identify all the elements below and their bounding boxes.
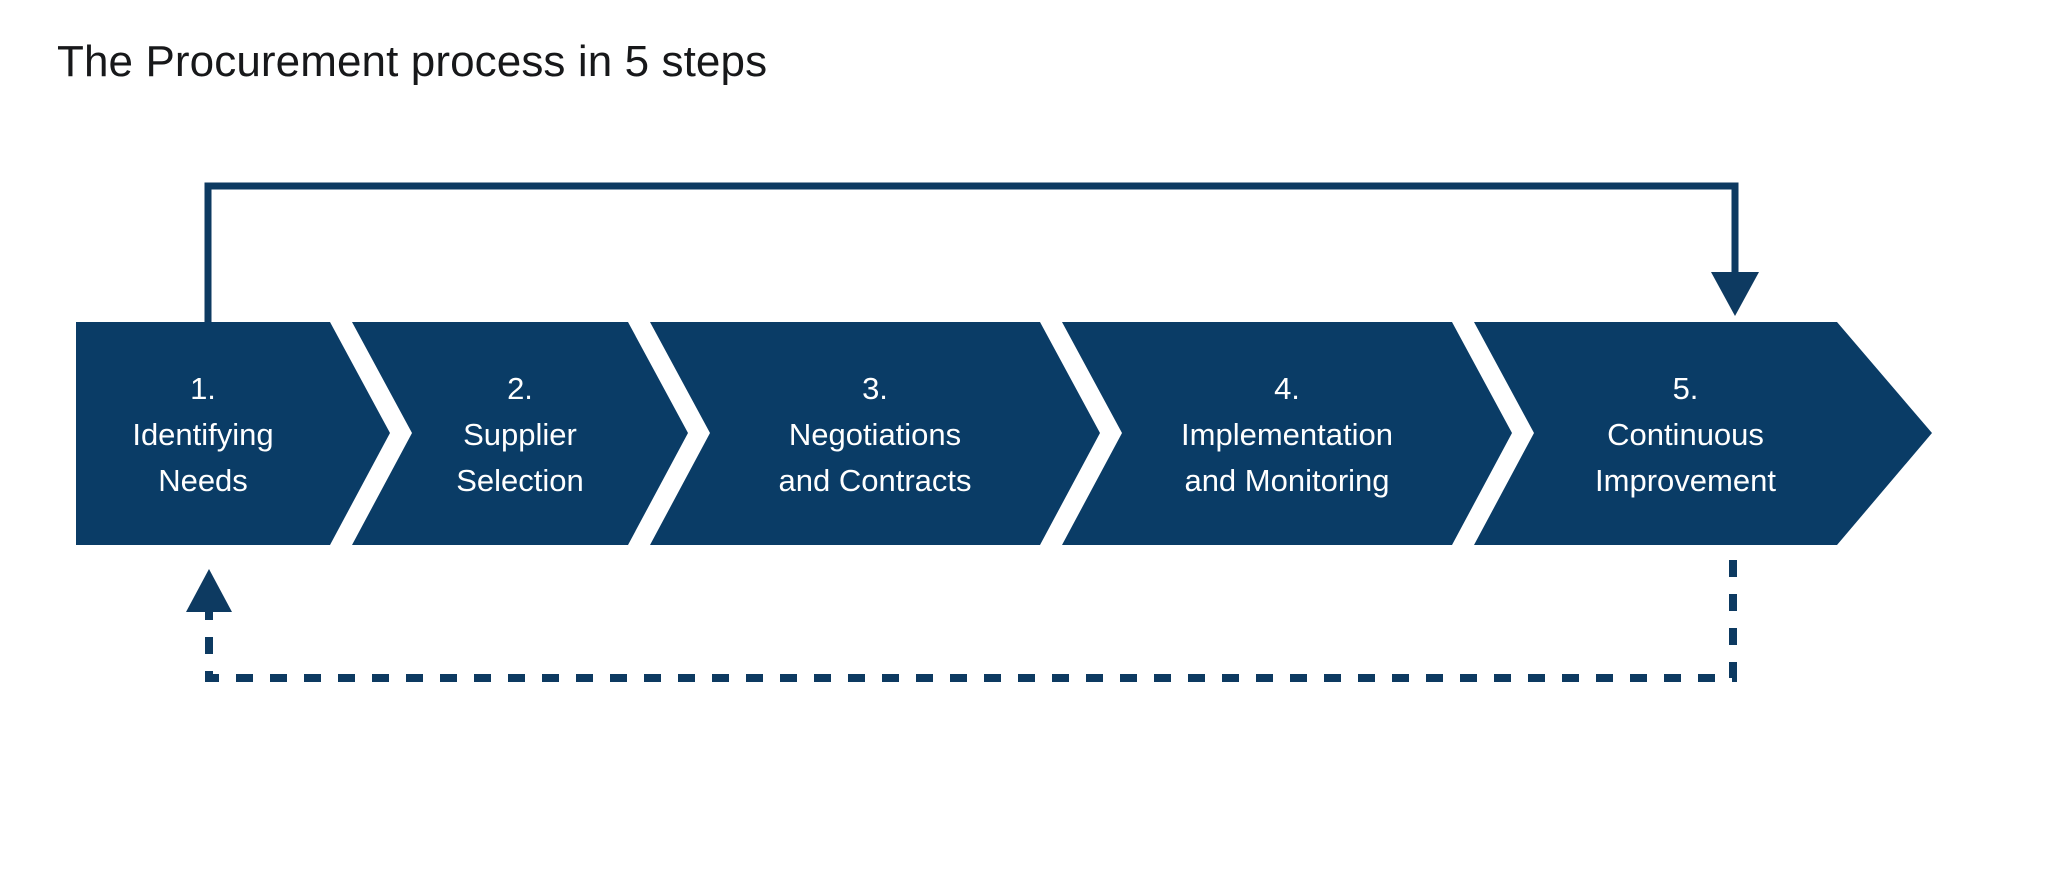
page-title: The Procurement process in 5 steps [57, 37, 768, 86]
chevron-step-2[interactable] [352, 322, 688, 545]
top-feedback-arrow-line [204, 182, 1739, 322]
bottom-feedback-arrow-line [205, 560, 1737, 682]
chevron-step-1[interactable] [76, 322, 390, 545]
chevron-step-4[interactable] [1062, 322, 1512, 545]
chevron-step-5[interactable] [1474, 322, 1932, 545]
bottom-feedback-arrowhead-icon [186, 569, 232, 612]
top-feedback-arrowhead-icon [1711, 272, 1759, 316]
chevron-step-3[interactable] [650, 322, 1100, 545]
